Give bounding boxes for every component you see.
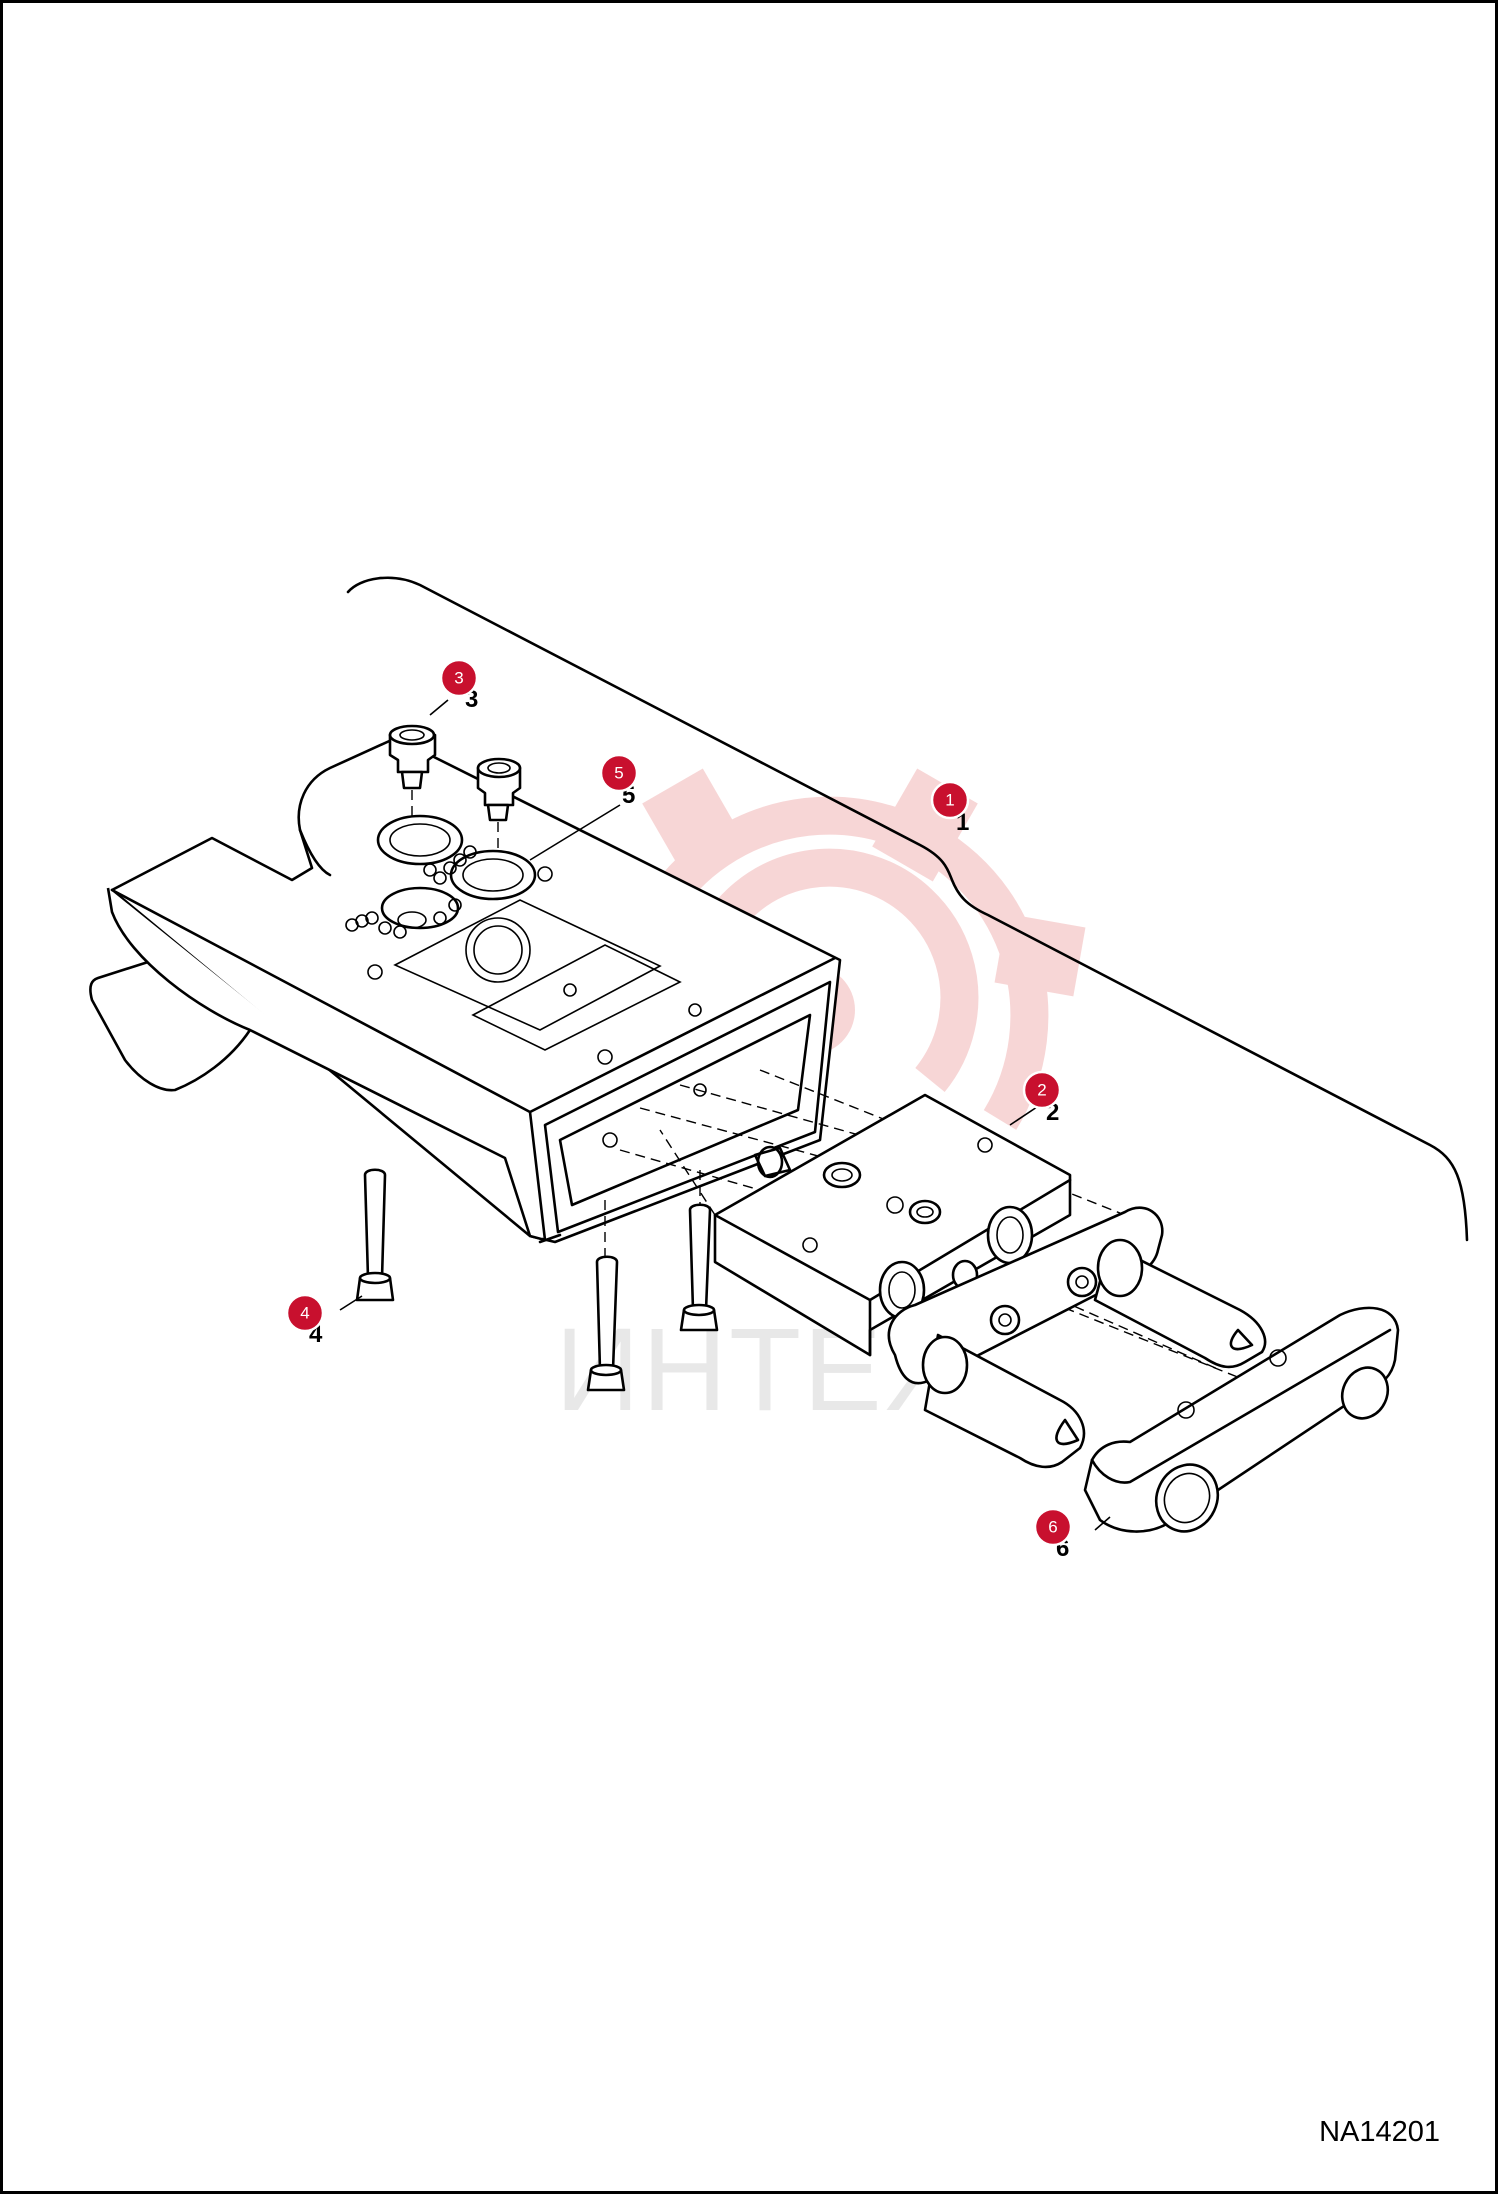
bolts — [355, 1168, 719, 1392]
callout-4-label: 4 — [300, 1304, 309, 1323]
link-assembly — [887, 1206, 1400, 1533]
callout-3[interactable]: 3 — [439, 658, 479, 698]
callout-4[interactable]: 4 — [285, 1293, 325, 1333]
leader-lines — [339, 699, 1111, 1531]
callout-5-label: 5 — [614, 764, 623, 783]
hydraulic-fittings — [388, 724, 522, 850]
callout-2-label: 2 — [1037, 1081, 1046, 1100]
valve-block — [659, 1093, 1072, 1357]
callout-markers: 3 5 1 2 4 6 — [285, 658, 1073, 1547]
seal-rings — [345, 814, 537, 939]
assembly-brace — [346, 576, 1469, 1242]
callout-3-label: 3 — [454, 669, 463, 688]
figure-id: NA14201 — [1319, 2116, 1440, 2148]
callout-5[interactable]: 5 — [599, 753, 639, 793]
frame-body — [89, 736, 842, 1244]
callout-6-label: 6 — [1048, 1518, 1057, 1537]
callout-1[interactable]: 1 — [930, 780, 970, 820]
callout-2[interactable]: 2 — [1022, 1070, 1062, 1110]
callout-1-label: 1 — [945, 791, 954, 810]
callout-6[interactable]: 6 — [1033, 1507, 1073, 1547]
